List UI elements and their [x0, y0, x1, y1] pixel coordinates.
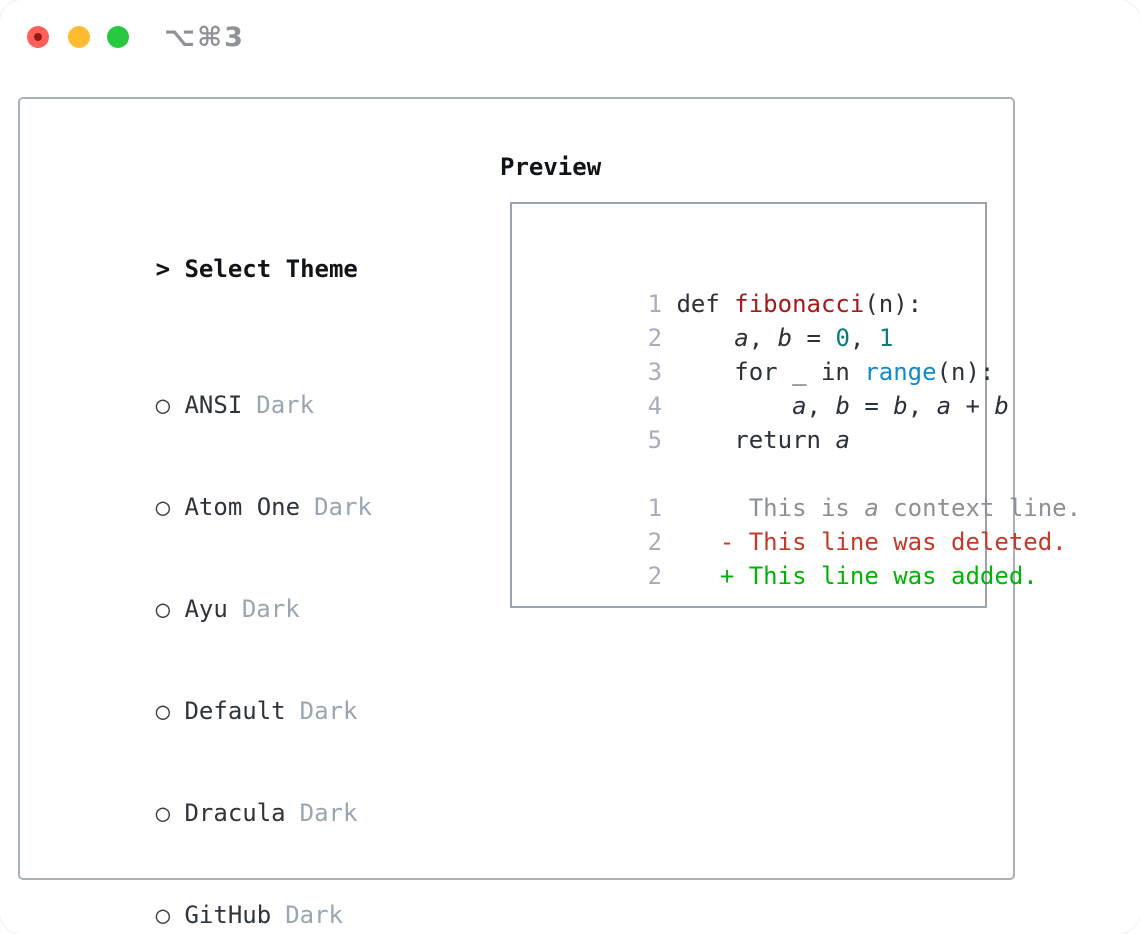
variant-badge: Dark: [256, 391, 315, 419]
minimize-button[interactable]: [68, 26, 90, 48]
line-number: 2: [647, 324, 663, 352]
line-number: 4: [647, 392, 663, 420]
radio-unselected-icon: ○: [155, 697, 171, 725]
radio-unselected-icon: ○: [155, 493, 171, 521]
code-line: 2 a, b = 0, 1: [532, 287, 985, 352]
radio-unselected-icon: ○: [155, 799, 171, 827]
select-theme-title: Select Theme: [184, 255, 358, 283]
cursor-caret-icon: >: [155, 255, 171, 283]
radio-unselected-icon: ○: [155, 901, 171, 929]
variant-badge: Dark: [285, 901, 343, 929]
radio-unselected-icon: ○: [155, 391, 171, 419]
radio-unselected-icon: ○: [155, 595, 171, 623]
preview-title: Preview: [500, 153, 602, 181]
variant-badge: Dark: [299, 799, 358, 827]
diff-context-line: 1 This is a context line.: [532, 457, 1081, 522]
code-line: 3 for _ in range(n):: [532, 321, 995, 386]
zoom-button[interactable]: [107, 26, 129, 48]
code-line: 4 a, b = b, a + b: [532, 355, 1009, 420]
variant-badge: Dark: [299, 697, 358, 725]
variant-badge: Dark: [241, 595, 300, 623]
close-button[interactable]: [27, 26, 49, 48]
line-number: 5: [647, 426, 663, 454]
variant-badge: Dark: [314, 493, 372, 521]
select-theme-header: > Select Theme: [40, 218, 459, 283]
window-title: ⌥⌘3: [164, 22, 245, 53]
code-line: 5 return a: [532, 389, 985, 454]
titlebar: ⌥⌘3: [0, 0, 1140, 74]
line-number: 3: [647, 358, 663, 386]
line-number: 1: [647, 290, 663, 318]
line-number: 2: [647, 528, 663, 556]
line-number: 1: [647, 494, 663, 522]
line-number: 2: [647, 562, 663, 590]
diff-deleted-line: 2 - This line was deleted.: [532, 491, 1067, 556]
diff-added-line: 2 + This line was added.: [532, 525, 1038, 590]
